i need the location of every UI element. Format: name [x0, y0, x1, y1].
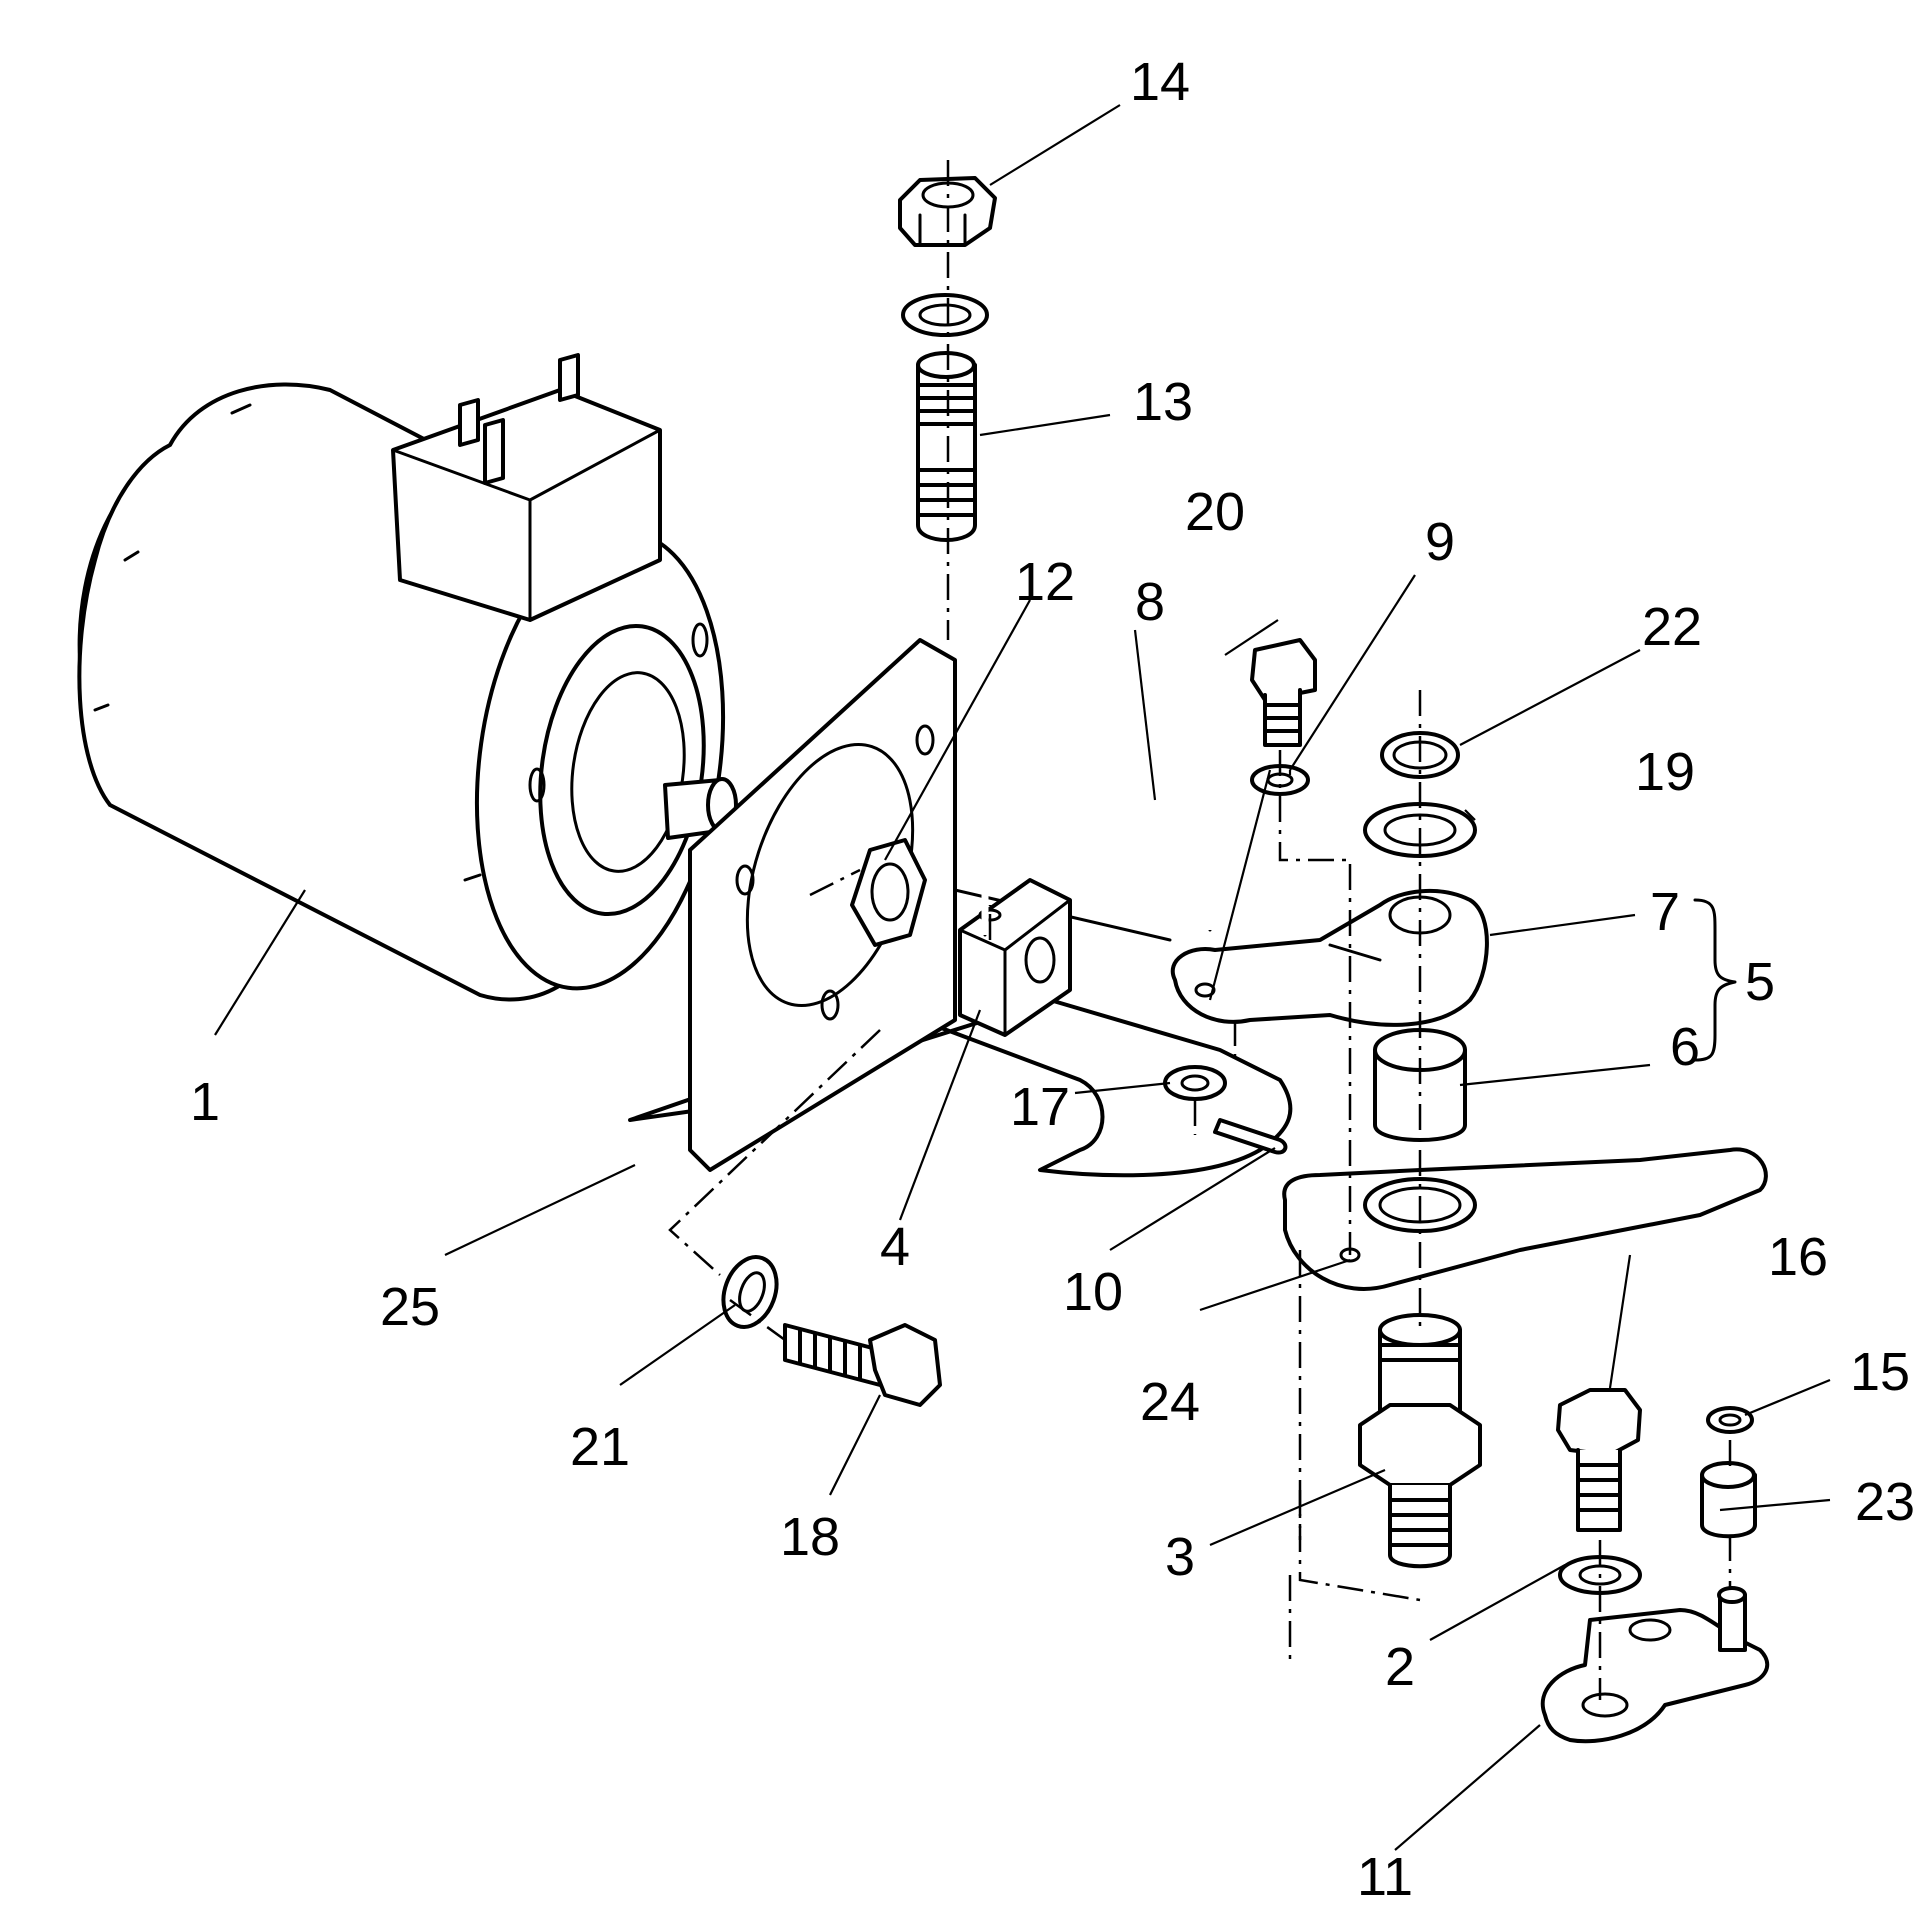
callout-14: 14: [1130, 52, 1190, 112]
u-rod: [981, 762, 1214, 935]
callout-8: 8: [1135, 572, 1165, 632]
stud-13: [916, 351, 977, 542]
callout-7: 7: [1650, 882, 1680, 942]
callout-12: 12: [1015, 552, 1075, 612]
motor: [77, 353, 738, 1002]
callout-25: 25: [380, 1277, 440, 1337]
bolt-18: [783, 1323, 942, 1407]
assembly-centerlines: [668, 160, 1732, 1700]
callout-5: 5: [1745, 952, 1775, 1012]
bracket-hole-icon: [820, 989, 840, 1021]
bracket-hole-icon: [735, 864, 755, 896]
callout-15: 15: [1850, 1342, 1910, 1402]
callout-labels: 1 2 3 4 5 6 7 8 9 10 11 12 13 14 15 16 1…: [190, 52, 1915, 1907]
flange-hole-icon: [528, 767, 546, 803]
shaft-nut: [850, 838, 927, 947]
bolt-20: [1250, 638, 1317, 747]
callout-9: 9: [1425, 512, 1455, 572]
callout-2: 2: [1385, 1637, 1415, 1697]
terminal-tab: [483, 418, 505, 485]
callout-4: 4: [880, 1217, 910, 1277]
assembly-brace: [1693, 898, 1737, 1062]
lower-lever: [1282, 1147, 1768, 1291]
callout-1: 1: [190, 1072, 220, 1132]
terminal-tab: [558, 353, 580, 402]
callout-10: 10: [1063, 1262, 1123, 1322]
bracket-base: [628, 998, 1293, 1178]
bolt-16: [1556, 1388, 1642, 1532]
callout-17: 17: [1010, 1077, 1070, 1137]
lock-washer-21: [721, 1255, 779, 1329]
callout-3: 3: [1165, 1527, 1195, 1587]
lever-7: [1170, 888, 1489, 1027]
star-washer-15: [1706, 1406, 1754, 1434]
washer-top: [901, 293, 989, 337]
bracket-upright: [688, 638, 957, 1172]
stud-3: [1358, 1313, 1482, 1569]
callout-13: 13: [1133, 372, 1193, 432]
bracket-11: [1540, 1586, 1770, 1744]
leader-lines: [214, 104, 1831, 1851]
callout-18: 18: [780, 1507, 840, 1567]
cotter-pin-10: [1213, 1118, 1288, 1155]
spacer-23: [1700, 1461, 1757, 1539]
callout-19: 19: [1635, 742, 1695, 802]
callout-21: 21: [570, 1417, 630, 1477]
bracket-hole-icon: [915, 724, 935, 756]
washer-17: [1163, 1065, 1227, 1101]
callout-6: 6: [1670, 1017, 1700, 1077]
callout-24: 24: [1140, 1372, 1200, 1432]
nut-12: [850, 838, 927, 947]
callout-11: 11: [1357, 1847, 1413, 1907]
upper-lever: [1170, 888, 1489, 1027]
terminal-tab: [458, 398, 480, 447]
callout-23: 23: [1855, 1472, 1915, 1532]
callout-20: 20: [1185, 482, 1245, 542]
lever-24: [1282, 1147, 1768, 1291]
callout-22: 22: [1642, 597, 1702, 657]
flange-hole-icon: [691, 622, 709, 658]
callout-16: 16: [1768, 1227, 1828, 1287]
